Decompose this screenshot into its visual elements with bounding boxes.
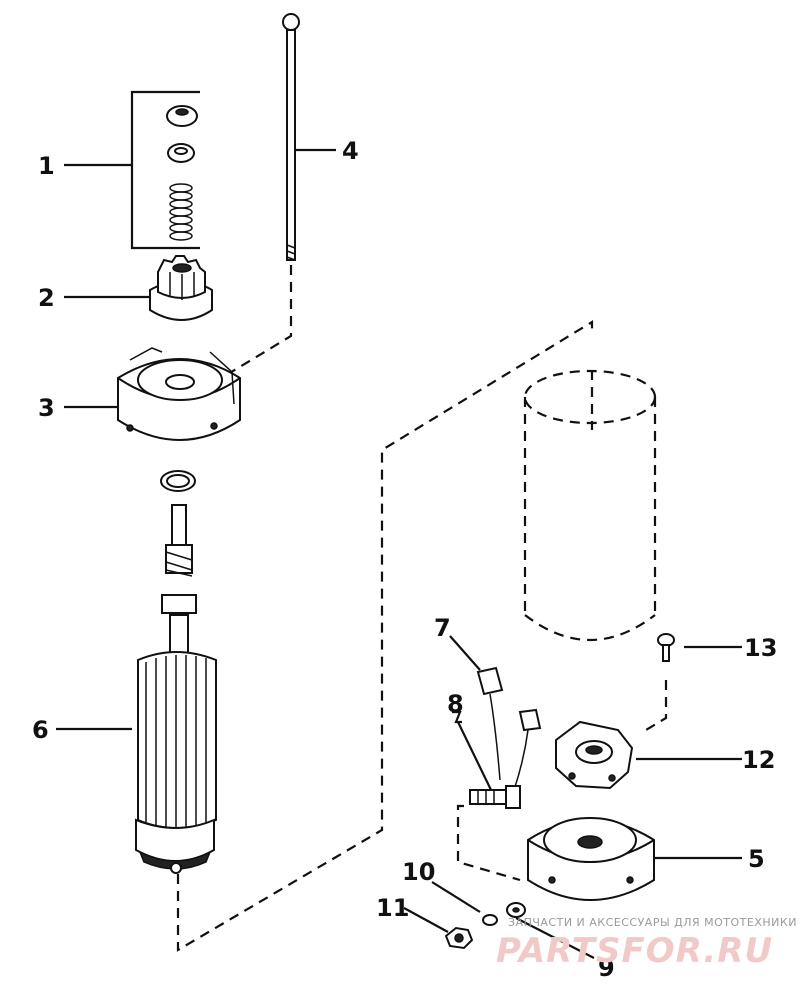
callout-9: 9: [598, 954, 615, 982]
part-2-drive-gear: [64, 255, 213, 321]
callout-4: 4: [342, 137, 359, 165]
callout-6: 6: [32, 716, 49, 744]
part-6-armature: [56, 320, 594, 952]
part-12-brush-plate: [555, 720, 742, 790]
part-1-spring-kit: [64, 90, 200, 250]
part-9-washer: [506, 902, 595, 959]
watermark-subtitle: ЗАПЧАСТИ И АКСЕССУАРЫ ДЛЯ МОТОТЕХНИКИ: [508, 916, 797, 929]
callout-3: 3: [38, 394, 55, 422]
callout-5: 5: [748, 845, 765, 873]
callout-12: 12: [742, 746, 775, 774]
part-3-end-cap: [64, 347, 241, 441]
o-ring: [160, 470, 196, 492]
frame-housing: [523, 369, 657, 641]
part-8-terminal: [452, 710, 521, 882]
part-7-brush: [449, 635, 542, 791]
callout-11: 11: [376, 894, 409, 922]
part-11-nut: [403, 907, 474, 950]
callout-2: 2: [38, 284, 55, 312]
watermark-brand: PARTSFOR.RU: [496, 931, 773, 971]
callout-7: 7: [434, 614, 451, 642]
callout-13: 13: [744, 634, 777, 662]
part-4-through-bolt: [227, 13, 336, 375]
part-13-screw: [645, 633, 742, 731]
callout-1: 1: [38, 152, 55, 180]
part-10-lock-washer: [431, 881, 498, 926]
callout-8: 8: [447, 690, 464, 718]
part-5-commutator-end-cap: [527, 817, 742, 901]
callout-10: 10: [402, 858, 435, 886]
